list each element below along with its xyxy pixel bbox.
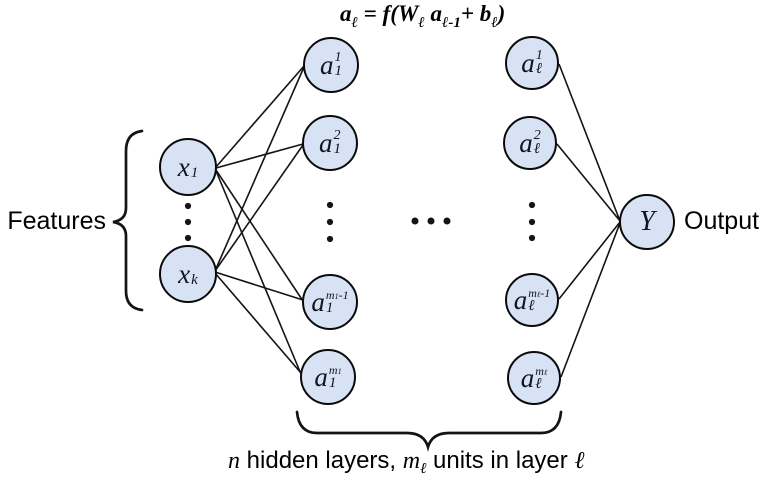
- edges-input-to-hidden1: [214, 65, 305, 375]
- features-label: Features: [7, 207, 106, 235]
- node-output-y: Y: [619, 194, 675, 250]
- layer-equation: aℓ = f(Wℓ aℓ-1+ bℓ): [340, 1, 506, 31]
- features-brace: [112, 129, 144, 312]
- edges-hiddenL-to-output: [556, 63, 621, 378]
- vertical-ellipsis-inputs: [184, 202, 192, 242]
- horizontal-ellipsis-layers: [411, 217, 451, 225]
- output-label: Output: [684, 207, 760, 235]
- hidden-layers-underbrace: [295, 410, 563, 452]
- vertical-ellipsis-hidden1: [326, 201, 334, 243]
- hidden-layers-caption: n hidden layers, mℓ units in layer ℓ: [228, 447, 585, 477]
- vertical-ellipsis-hiddenL: [528, 201, 536, 242]
